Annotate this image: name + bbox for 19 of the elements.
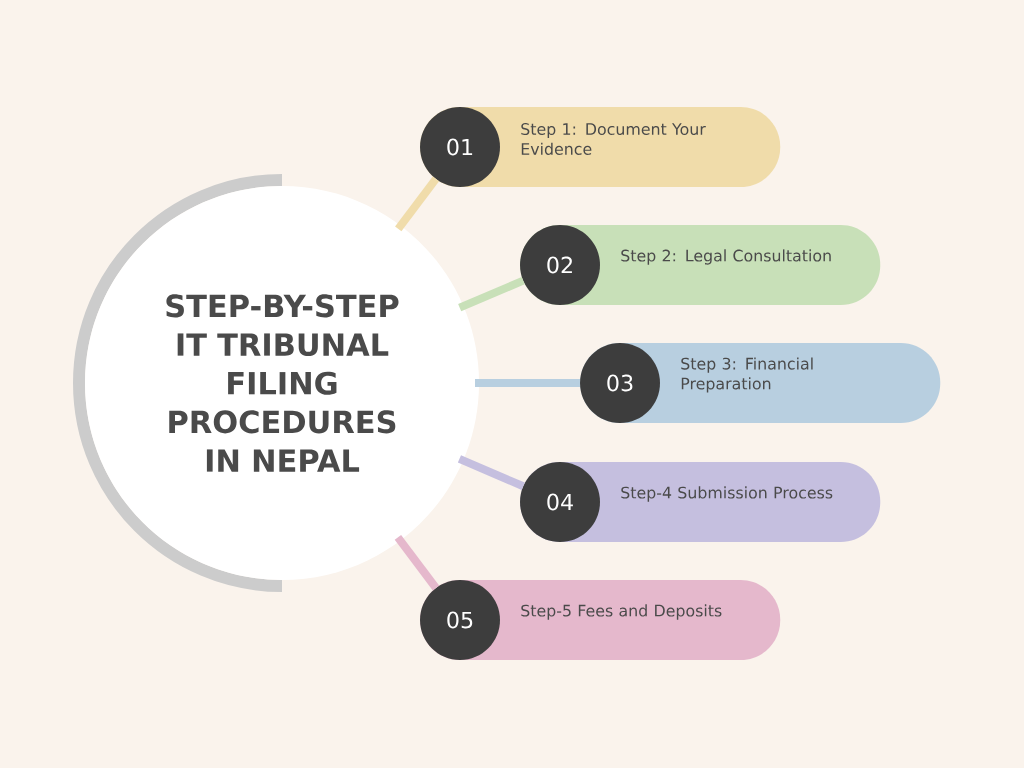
step-label: Step 3: Financial Preparation: [681, 357, 813, 393]
connector-line: [395, 176, 440, 232]
number-badge: 03: [580, 343, 660, 423]
connector-line: [458, 276, 525, 312]
step-pill: [520, 225, 881, 305]
number-badge: 04: [520, 462, 600, 542]
step-label: Step-5 Fees and Deposits: [521, 604, 722, 620]
step-label: Step-4 Submission Process: [621, 486, 833, 502]
step-pill: [420, 580, 781, 660]
step-label: Step 1: Document Your Evidence: [521, 123, 706, 155]
number-badge: 05: [420, 580, 500, 660]
connector-line: [457, 455, 525, 490]
connector-line: [394, 534, 440, 591]
number-badge: 02: [520, 225, 600, 305]
step-pill: [580, 343, 941, 423]
step-pill: [420, 107, 781, 187]
number-badge: 01: [420, 107, 500, 187]
step-pill: [520, 462, 881, 542]
step-label: Step 2: Legal Consultation: [621, 249, 831, 265]
